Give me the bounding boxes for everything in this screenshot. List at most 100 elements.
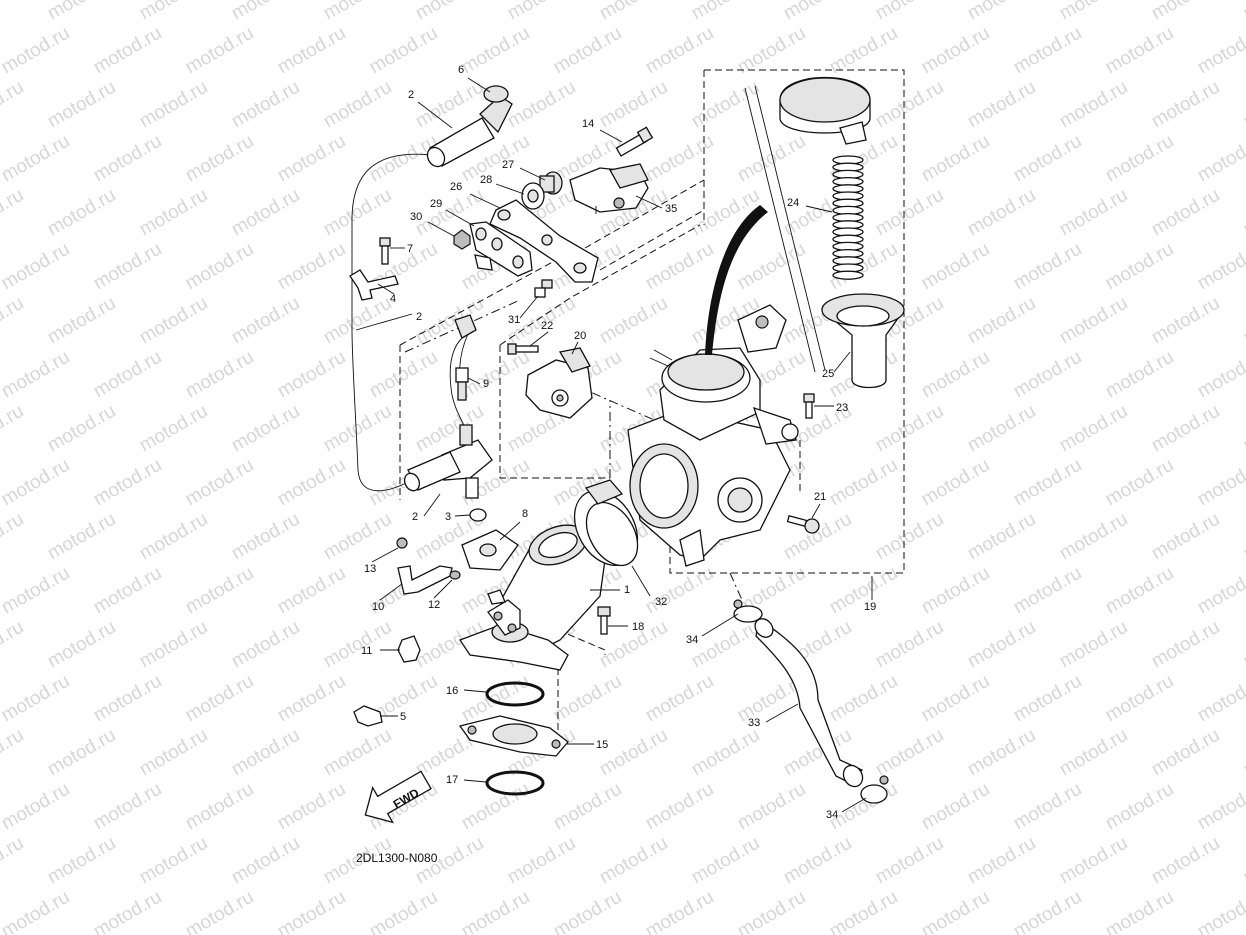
watermark-text: motod.ru bbox=[182, 563, 257, 619]
watermark-text: motod.ru bbox=[964, 509, 1039, 565]
watermark-text: motod.ru bbox=[44, 185, 119, 241]
collar-27-28 bbox=[521, 171, 563, 210]
watermark-text: motod.ru bbox=[642, 563, 717, 619]
oring-16 bbox=[485, 681, 545, 707]
watermark-text: motod.ru bbox=[0, 77, 27, 133]
callout-number: 13 bbox=[364, 563, 376, 575]
leader-line bbox=[833, 351, 851, 373]
block-8 bbox=[461, 529, 519, 571]
watermark-text: motod.ru bbox=[90, 563, 165, 619]
callout-number: 2 bbox=[408, 89, 414, 101]
watermark-text: motod.ru bbox=[1194, 347, 1246, 403]
watermark-text: motod.ru bbox=[1102, 671, 1177, 727]
watermark-text: motod.ru bbox=[1194, 779, 1246, 835]
watermark-text: motod.ru bbox=[1056, 401, 1131, 457]
callout-number: 32 bbox=[655, 596, 667, 608]
watermark-text: motod.ru bbox=[964, 401, 1039, 457]
watermark-text: motod.ru bbox=[320, 401, 395, 457]
watermark-text: motod.ru bbox=[964, 833, 1039, 889]
watermark-text: motod.ru bbox=[90, 455, 165, 511]
watermark-text: motod.ru bbox=[918, 131, 993, 187]
nut-30 bbox=[453, 229, 471, 250]
watermark-text: motod.ru bbox=[44, 509, 119, 565]
watermark-text: motod.ru bbox=[1056, 833, 1131, 889]
watermark-text: motod.ru bbox=[228, 185, 303, 241]
callout-number: 2 bbox=[412, 511, 418, 523]
hose-33 bbox=[754, 618, 864, 788]
watermark-text: motod.ru bbox=[1102, 455, 1177, 511]
leader-line bbox=[377, 283, 395, 295]
watermark-text: motod.ru bbox=[90, 347, 165, 403]
hose-10 bbox=[397, 565, 453, 595]
watermark-text: motod.ru bbox=[596, 77, 671, 133]
watermark-text: motod.ru bbox=[1194, 887, 1246, 935]
watermark-text: motod.ru bbox=[0, 131, 73, 187]
leader-line bbox=[519, 295, 539, 319]
watermark-text: motod.ru bbox=[182, 347, 257, 403]
watermark-text: motod.ru bbox=[136, 77, 211, 133]
callout-number: 2 bbox=[416, 311, 422, 323]
leader-line bbox=[701, 613, 739, 637]
watermark-text: motod.ru bbox=[90, 671, 165, 727]
callout-number: 12 bbox=[428, 599, 440, 611]
group-outline-lines bbox=[399, 69, 905, 745]
watermark-text: motod.ru bbox=[90, 887, 165, 935]
watermark-text: motod.ru bbox=[1010, 455, 1085, 511]
watermark-text: motod.ru bbox=[596, 833, 671, 889]
leader-line bbox=[469, 193, 501, 209]
leader-line bbox=[463, 779, 487, 783]
leader-line bbox=[811, 503, 821, 519]
leader-line bbox=[427, 221, 455, 237]
watermark-text: motod.ru bbox=[366, 887, 441, 935]
watermark-text: motod.ru bbox=[1148, 509, 1223, 565]
leader-line bbox=[635, 195, 663, 209]
watermark-text: motod.ru bbox=[274, 23, 349, 79]
watermark-text: motod.ru bbox=[688, 725, 763, 781]
watermark-text: motod.ru bbox=[274, 131, 349, 187]
watermark-text: motod.ru bbox=[320, 77, 395, 133]
leader-line bbox=[495, 183, 525, 195]
watermark-text: motod.ru bbox=[1240, 725, 1246, 781]
watermark-text: motod.ru bbox=[1056, 725, 1131, 781]
watermark-text: motod.ru bbox=[504, 0, 579, 24]
watermark-text: motod.ru bbox=[642, 779, 717, 835]
watermark-text: motod.ru bbox=[458, 23, 533, 79]
watermark-text: motod.ru bbox=[872, 77, 947, 133]
watermark-text: motod.ru bbox=[228, 293, 303, 349]
leader-line bbox=[765, 703, 799, 723]
watermark-text: motod.ru bbox=[0, 509, 27, 565]
leader-line bbox=[417, 101, 453, 129]
watermark-text: motod.ru bbox=[44, 293, 119, 349]
leader-line bbox=[467, 77, 491, 93]
watermark-text: motod.ru bbox=[964, 185, 1039, 241]
watermark-text: motod.ru bbox=[964, 0, 1039, 24]
watermark-text: motod.ru bbox=[642, 887, 717, 935]
leader-line bbox=[454, 514, 471, 517]
watermark-text: motod.ru bbox=[0, 185, 27, 241]
callout-number: 27 bbox=[502, 159, 514, 171]
watermark-text: motod.ru bbox=[136, 833, 211, 889]
watermark-text: motod.ru bbox=[964, 293, 1039, 349]
watermark-text: motod.ru bbox=[1240, 617, 1246, 673]
watermark-text: motod.ru bbox=[918, 887, 993, 935]
watermark-text: motod.ru bbox=[136, 725, 211, 781]
callout-number: 7 bbox=[407, 243, 413, 255]
watermark-text: motod.ru bbox=[918, 563, 993, 619]
callout-number: 30 bbox=[410, 211, 422, 223]
leader-line bbox=[371, 547, 399, 563]
watermark-text: motod.ru bbox=[1148, 401, 1223, 457]
watermark-text: motod.ru bbox=[44, 833, 119, 889]
watermark-text: motod.ru bbox=[274, 455, 349, 511]
watermark-text: motod.ru bbox=[688, 833, 763, 889]
callout-number: 6 bbox=[458, 64, 464, 76]
watermark-text: motod.ru bbox=[1148, 185, 1223, 241]
leader-line bbox=[571, 341, 579, 355]
bolt-14 bbox=[615, 126, 654, 157]
watermark-text: motod.ru bbox=[688, 0, 763, 24]
watermark-text: motod.ru bbox=[44, 0, 119, 24]
watermark-text: motod.ru bbox=[596, 725, 671, 781]
watermark-text: motod.ru bbox=[0, 617, 27, 673]
watermark-text: motod.ru bbox=[1056, 77, 1131, 133]
callout-number: 20 bbox=[574, 330, 586, 342]
